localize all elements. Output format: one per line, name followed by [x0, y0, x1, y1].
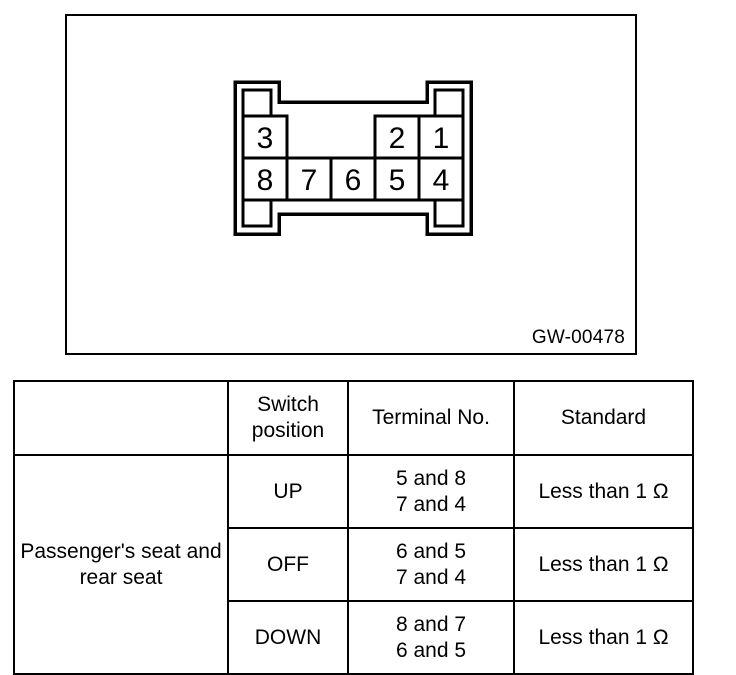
header-item-blank [13, 380, 229, 456]
figure-panel: 3 2 1 8 7 6 5 4 GW-00478 [65, 14, 637, 355]
mounting-tab-top-left [241, 88, 273, 118]
terminal-pair: 5 and 8 [395, 466, 467, 490]
header-terminal-no: Terminal No. [347, 380, 515, 456]
table-row: Passenger's seat and rear seat UP 5 and … [13, 454, 694, 675]
terminal-label-7: 7 [301, 164, 318, 197]
header-switch-position: Switch position [227, 380, 349, 456]
figure-id-label: GW-00478 [531, 327, 625, 348]
terminal-label-5: 5 [389, 164, 406, 197]
table-row: OFF 6 and 5 7 and 4 Less than 1 Ω [14, 527, 694, 602]
cell-terminal-no-down: 8 and 7 6 and 5 [347, 600, 515, 675]
table-row: DOWN 8 and 7 6 and 5 Less than 1 Ω [14, 600, 694, 675]
terminal-pair: 7 and 4 [395, 492, 467, 516]
mounting-tab-bottom-right [433, 198, 465, 228]
terminal-label-1: 1 [433, 122, 450, 155]
terminal-label-6: 6 [345, 164, 362, 197]
terminal-label-3: 3 [257, 122, 274, 155]
header-switch-position-line2: position [251, 419, 325, 442]
mounting-tab-bottom-left [241, 198, 273, 228]
cell-standard-down: Less than 1 Ω [513, 600, 694, 675]
header-standard: Standard [513, 380, 694, 456]
terminal-pair: 6 and 5 [395, 638, 467, 662]
terminal-pair: 7 and 4 [395, 565, 467, 589]
terminal-pair: 8 and 7 [395, 612, 467, 636]
row-item-label-line1: Passenger's seat [20, 539, 181, 563]
connector-pinout-diagram: 3 2 1 8 7 6 5 4 [231, 78, 475, 238]
terminal-cell-4 [417, 156, 465, 202]
row-item-label-line2: and rear seat [79, 539, 222, 589]
header-switch-position-line1: Switch [257, 393, 319, 417]
cell-switch-position-up: UP [227, 454, 349, 529]
terminal-label-8: 8 [257, 164, 274, 197]
row-item-label: Passenger's seat and rear seat [13, 454, 229, 675]
cell-standard-up: Less than 1 Ω [513, 454, 694, 529]
cell-standard-off: Less than 1 Ω [513, 527, 694, 602]
terminal-label-2: 2 [389, 122, 406, 155]
mounting-tab-top-right [433, 88, 465, 118]
terminal-pair: 6 and 5 [395, 539, 467, 563]
cell-switch-position-off: OFF [227, 527, 349, 602]
cell-terminal-no-up: 5 and 8 7 and 4 [347, 454, 515, 529]
terminal-label-4: 4 [433, 164, 450, 197]
switch-inspection-table: Switch position Terminal No. Standard Pa… [13, 380, 694, 675]
cell-switch-position-down: DOWN [227, 600, 349, 675]
connector-outer-shell [233, 80, 473, 236]
cell-terminal-no-off: 6 and 5 7 and 4 [347, 527, 515, 602]
table-header-row: Switch position Terminal No. Standard [13, 380, 694, 456]
